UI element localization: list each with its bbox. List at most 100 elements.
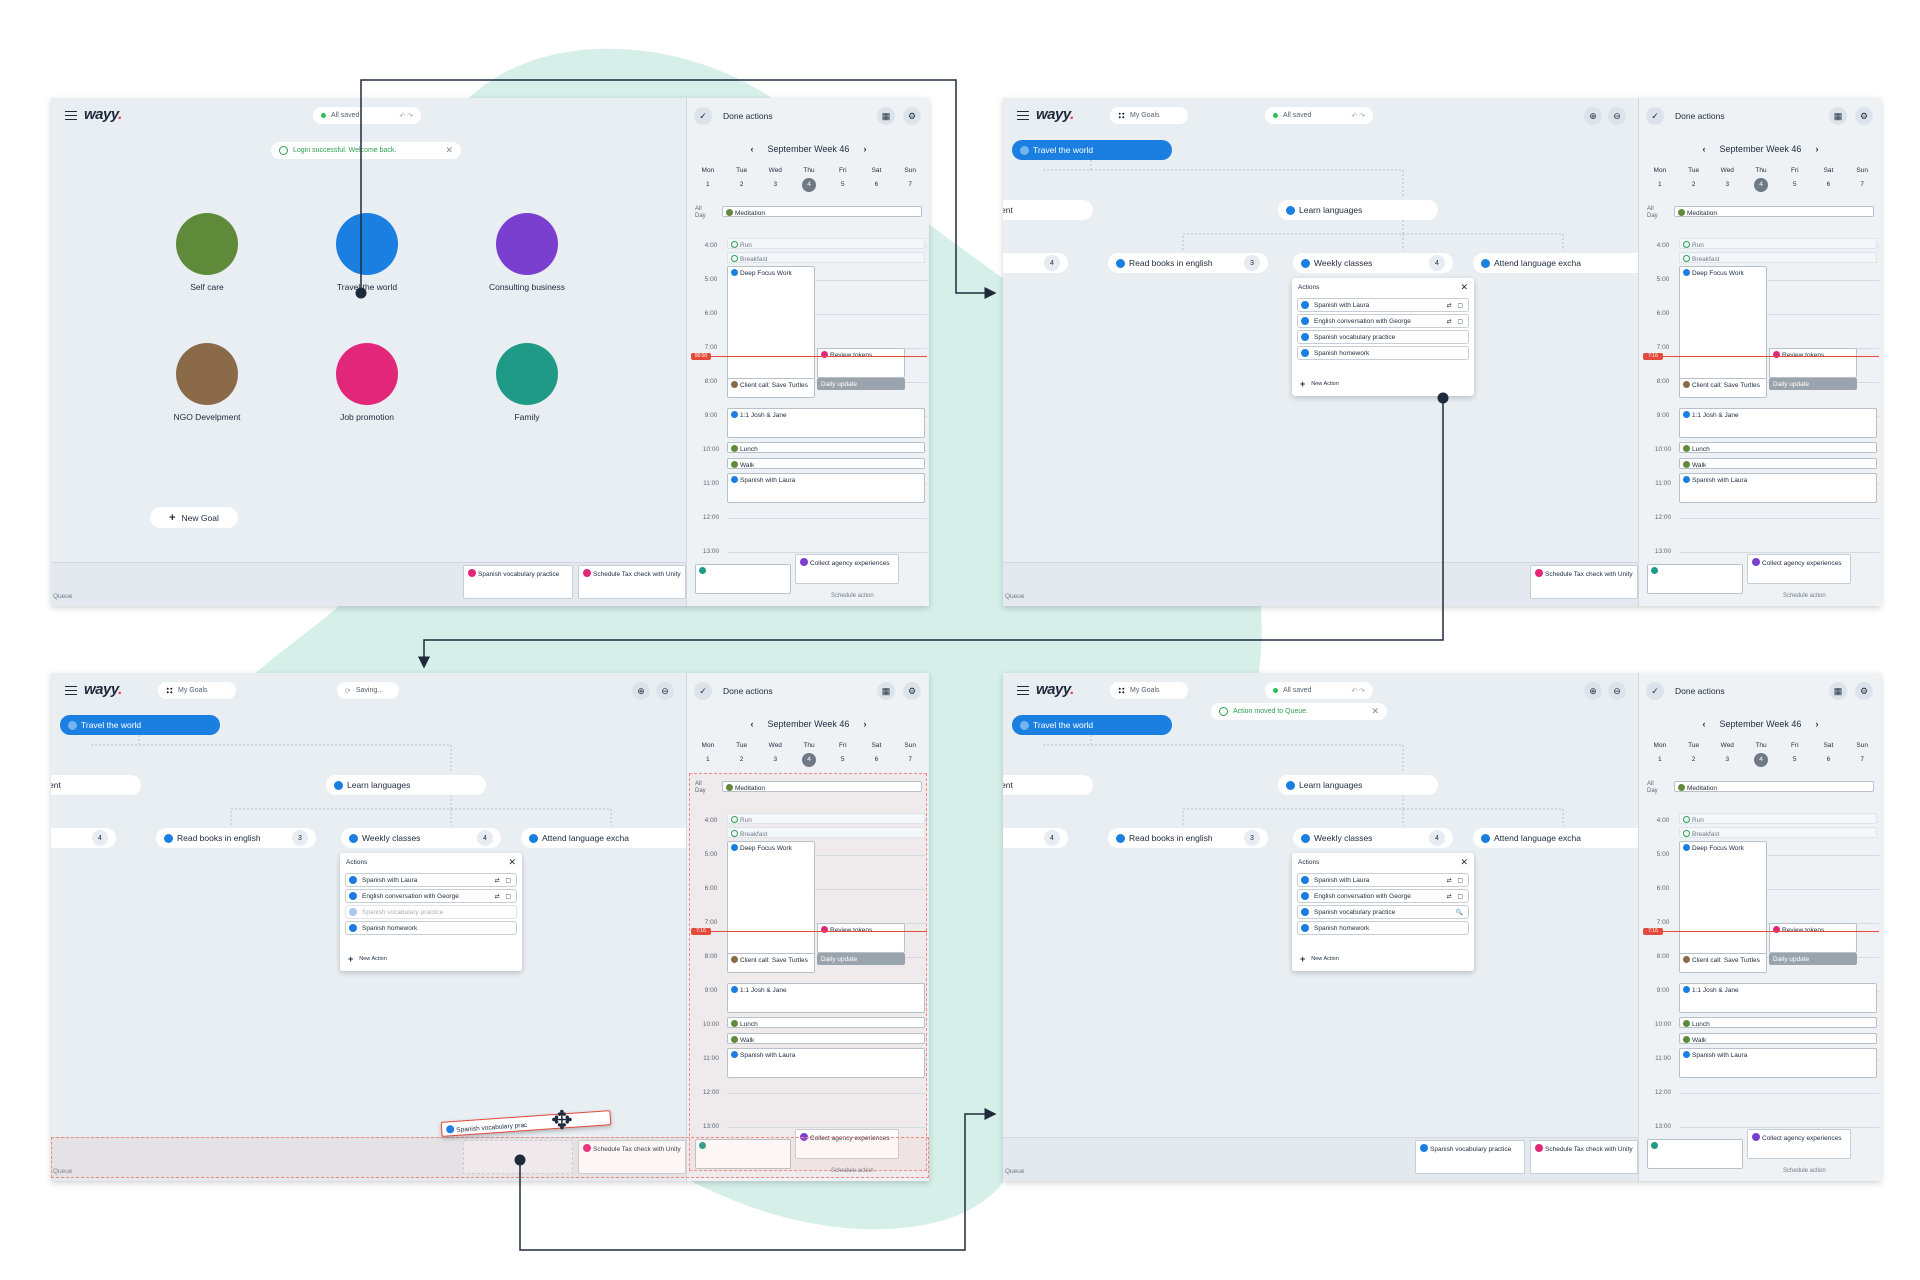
event-josh[interactable]: 1:1 Josh & Jane bbox=[727, 983, 925, 1013]
close-icon[interactable]: ✕ bbox=[508, 857, 516, 867]
event-lunch[interactable]: Lunch bbox=[1679, 442, 1877, 453]
event-daily[interactable]: Daily update bbox=[1769, 378, 1857, 390]
event-deep[interactable]: Deep Focus Work bbox=[727, 841, 815, 961]
event-review[interactable]: Review tokens bbox=[1769, 923, 1857, 953]
tree-node-partial-count[interactable]: 4 bbox=[1003, 253, 1068, 273]
action-row[interactable]: Spanish homework bbox=[1297, 921, 1469, 935]
calendar-icon[interactable]: ▦ bbox=[1829, 682, 1847, 700]
chevron-left-icon[interactable]: ‹ bbox=[750, 144, 754, 154]
goal-circle[interactable] bbox=[496, 213, 558, 275]
zoom-out-icon[interactable]: ⊖ bbox=[656, 682, 674, 700]
goal-circle[interactable] bbox=[176, 213, 238, 275]
event-run[interactable]: Run bbox=[727, 238, 925, 249]
close-icon[interactable]: ✕ bbox=[1460, 857, 1468, 867]
event-deep[interactable]: Deep Focus Work bbox=[727, 266, 815, 386]
chevron-left-icon[interactable]: ‹ bbox=[1702, 144, 1706, 154]
goal-circle[interactable] bbox=[176, 343, 238, 405]
repeat-calendar-icon[interactable]: ⇄ ▢ bbox=[1446, 302, 1465, 309]
menu-icon[interactable] bbox=[65, 686, 77, 695]
gear-icon[interactable]: ⚙ bbox=[903, 107, 921, 125]
event-lunch[interactable]: Lunch bbox=[727, 442, 925, 453]
event-fishing[interactable] bbox=[1647, 1139, 1743, 1169]
tree-node-root[interactable]: Travel the world bbox=[1012, 140, 1172, 160]
new-goal-button[interactable]: +New Goal bbox=[150, 507, 238, 528]
event-client[interactable]: Client call: Save Turtles bbox=[1679, 953, 1767, 973]
event-spanish[interactable]: Spanish with Laura bbox=[727, 1048, 925, 1078]
queue-drop-zone[interactable] bbox=[51, 1137, 929, 1178]
queue-card-collect[interactable]: Collect agency experiences bbox=[795, 554, 899, 584]
event-client[interactable]: Client call: Save Turtles bbox=[727, 378, 815, 398]
event-walk[interactable]: Walk bbox=[727, 1033, 925, 1044]
event-breakfast[interactable]: Breakfast bbox=[727, 252, 925, 263]
goal-circle[interactable] bbox=[496, 343, 558, 405]
event-fishing[interactable] bbox=[695, 564, 791, 594]
zoom-in-icon[interactable]: ⊕ bbox=[1584, 107, 1602, 125]
tree-node-partial[interactable]: ent bbox=[1003, 200, 1093, 220]
close-icon[interactable]: ✕ bbox=[445, 145, 453, 155]
chevron-right-icon[interactable]: › bbox=[1815, 719, 1819, 729]
my-goals-button[interactable]: My Goals bbox=[1110, 107, 1188, 124]
gear-icon[interactable]: ⚙ bbox=[903, 682, 921, 700]
event-breakfast[interactable]: Breakfast bbox=[727, 827, 925, 838]
event-daily[interactable]: Daily update bbox=[817, 953, 905, 965]
event-lunch[interactable]: Lunch bbox=[727, 1017, 925, 1028]
event-walk[interactable]: Walk bbox=[727, 458, 925, 469]
queue-card-tax[interactable]: Schedule Tax check with Unity bbox=[1530, 565, 1638, 599]
tree-node-partial-count[interactable]: 4 bbox=[1003, 828, 1068, 848]
chevron-right-icon[interactable]: › bbox=[863, 144, 867, 154]
event-spanish[interactable]: Spanish with Laura bbox=[1679, 473, 1877, 503]
undo-redo-icon[interactable]: ↶ ↷ bbox=[1351, 687, 1365, 695]
event-walk[interactable]: Walk bbox=[1679, 458, 1877, 469]
tree-node-partial[interactable]: ent bbox=[51, 775, 141, 795]
tree-node-root[interactable]: Travel the world bbox=[60, 715, 220, 735]
check-icon[interactable]: ✓ bbox=[694, 682, 712, 700]
queue-card-collect[interactable]: Collect agency experiences bbox=[1747, 1129, 1851, 1159]
zoom-out-icon[interactable]: ⊖ bbox=[1608, 682, 1626, 700]
goal-circle[interactable] bbox=[336, 343, 398, 405]
gear-icon[interactable]: ⚙ bbox=[1855, 682, 1873, 700]
calendar-icon[interactable]: ▦ bbox=[1829, 107, 1847, 125]
check-icon[interactable]: ✓ bbox=[1646, 107, 1664, 125]
repeat-calendar-icon[interactable]: ⇄ ▢ bbox=[494, 877, 513, 884]
event-run[interactable]: Run bbox=[727, 813, 925, 824]
repeat-calendar-icon[interactable]: ⇄ ▢ bbox=[1446, 318, 1465, 325]
tree-node-attend-exchange[interactable]: Attend language excha bbox=[1473, 253, 1638, 273]
event-review[interactable]: Review tokens bbox=[817, 923, 905, 953]
my-goals-button[interactable]: My Goals bbox=[1110, 682, 1188, 699]
event-spanish[interactable]: Spanish with Laura bbox=[727, 473, 925, 503]
menu-icon[interactable] bbox=[65, 111, 77, 120]
action-row[interactable]: Spanish homework bbox=[345, 921, 517, 935]
action-row[interactable]: English conversation with George⇄ ▢ bbox=[345, 889, 517, 903]
tree-node-attend-exchange[interactable]: Attend language excha bbox=[1473, 828, 1638, 848]
undo-redo-icon[interactable]: ↶ ↷ bbox=[1351, 112, 1365, 120]
action-row[interactable]: Spanish vocabulary practice bbox=[345, 905, 517, 919]
action-row[interactable]: English conversation with George⇄ ▢ bbox=[1297, 314, 1469, 328]
event-josh[interactable]: 1:1 Josh & Jane bbox=[727, 408, 925, 438]
event-meditation[interactable]: Meditation bbox=[1674, 781, 1874, 792]
